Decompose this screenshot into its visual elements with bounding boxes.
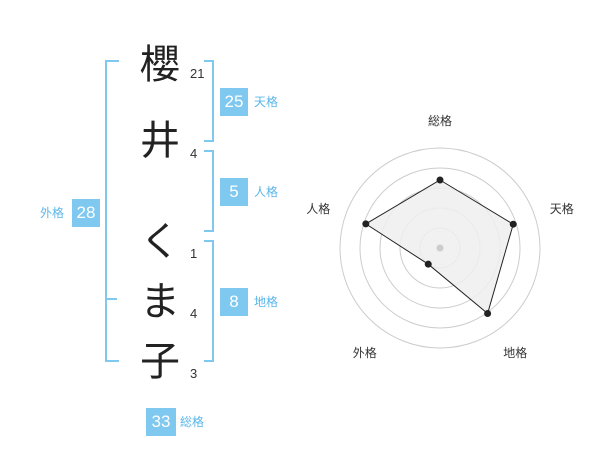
- stroke-count-4: 4: [190, 306, 198, 321]
- stroke-count-2: 4: [190, 146, 198, 161]
- chikaku-value-badge: 8: [220, 288, 248, 316]
- name-char-1: 櫻: [140, 42, 180, 88]
- radar-point-4: [424, 260, 432, 268]
- name-char-5: 子: [140, 339, 180, 385]
- gaikaku-value-badge: 28: [72, 199, 100, 227]
- chikaku-label: 地格: [254, 295, 279, 309]
- stroke-count-3: 1: [190, 246, 198, 261]
- stroke-count-5: 3: [190, 366, 198, 381]
- gaikaku-bracket: [105, 60, 119, 362]
- radar-point-5: [362, 220, 370, 228]
- name-char-2: 井: [140, 118, 180, 164]
- chikaku-bracket: [204, 240, 214, 362]
- gaikaku-bracket-tick: [105, 298, 117, 300]
- radar-axis-label-4: 外格: [352, 345, 377, 360]
- radar-axis-label-5: 人格: [306, 202, 331, 217]
- radar-point-1: [436, 176, 444, 184]
- radar-ring: [339, 147, 541, 349]
- radar-axis-label-1: 総格: [427, 114, 452, 128]
- tenkaku-bracket: [204, 60, 214, 142]
- jinkaku-label: 人格: [254, 185, 279, 199]
- radar-axis-label-2: 天格: [549, 202, 574, 217]
- radar-center-dot: [436, 244, 444, 252]
- radar-point-2: [509, 220, 517, 228]
- gaikaku-label: 外格: [40, 206, 65, 220]
- radar-ring: [359, 167, 521, 329]
- radar-axis-label-3: 地格: [503, 345, 528, 360]
- stroke-count-1: 21: [190, 66, 205, 81]
- name-char-3: く: [140, 219, 180, 265]
- name-char-4: ま: [140, 279, 180, 325]
- jinkaku-value-badge: 5: [220, 178, 248, 206]
- radar-point-3: [484, 310, 492, 318]
- soukaku-value-badge: 33: [146, 408, 176, 436]
- soukaku-label: 総格: [180, 415, 205, 429]
- jinkaku-bracket: [204, 150, 214, 232]
- tenkaku-label: 天格: [254, 95, 279, 109]
- tenkaku-value-badge: 25: [220, 88, 248, 116]
